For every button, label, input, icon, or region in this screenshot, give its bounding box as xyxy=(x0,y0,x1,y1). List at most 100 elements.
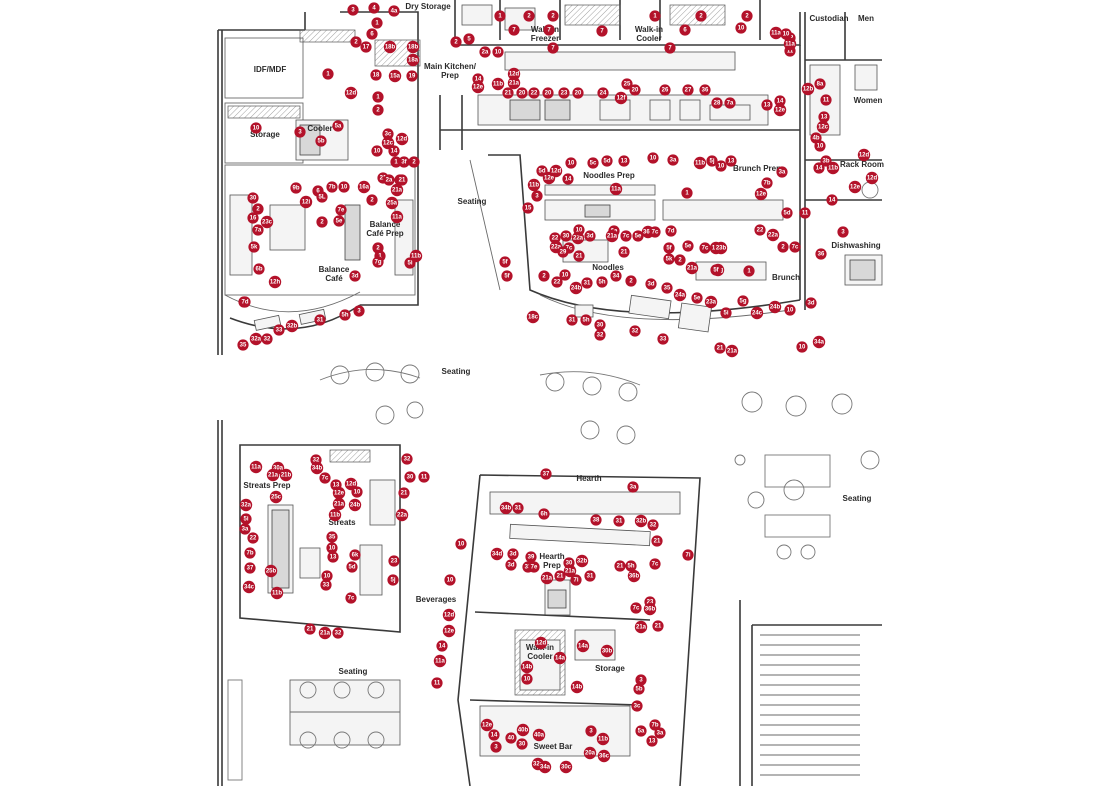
tag-number: 21a xyxy=(542,575,553,581)
equipment-tag: 22a xyxy=(766,228,780,242)
tag-number: 21a xyxy=(565,568,576,574)
equipment-tag: 12d xyxy=(857,148,871,162)
tag-marker xyxy=(242,580,256,594)
tag-number: 26 xyxy=(662,87,669,93)
tag-marker xyxy=(633,683,645,695)
tag-number: 5a xyxy=(638,728,645,734)
tag-number: 7i xyxy=(573,577,578,583)
tag-marker xyxy=(252,203,264,215)
tag-marker xyxy=(725,155,737,167)
equipment-tag: 21a xyxy=(725,344,739,358)
tag-number: 7i xyxy=(685,552,690,558)
equipment-tag: 7i xyxy=(682,549,694,561)
tag-number: 30 xyxy=(250,195,257,201)
equipment-tag: 30 xyxy=(247,192,259,204)
tag-number: 13 xyxy=(333,482,340,488)
equipment-tag: 6 xyxy=(679,24,691,36)
tag-marker xyxy=(480,718,494,732)
equipment-tag: 4 xyxy=(368,2,380,14)
tag-marker xyxy=(704,295,718,309)
equipment-tag: 6b xyxy=(253,263,265,275)
equipment-tag: 18 xyxy=(370,69,382,81)
equipment-tag: 21 xyxy=(502,87,514,99)
tag-marker xyxy=(596,732,610,746)
wing-main-kitchen xyxy=(439,0,801,300)
tag-number: 14 xyxy=(391,148,398,154)
tag-marker xyxy=(657,333,669,345)
tag-number: 5d xyxy=(783,210,790,216)
room-label-hearth-prep: Hearth xyxy=(539,552,564,561)
tag-number: 30b xyxy=(602,648,613,654)
tag-marker xyxy=(573,224,585,236)
equipment-tag: 10 xyxy=(371,145,383,157)
tag-number: 5k xyxy=(666,256,673,262)
equipment-tag: 29 xyxy=(557,246,569,258)
equipment-tag: 10 xyxy=(559,269,571,281)
tag-number: 1 xyxy=(394,159,398,165)
tag-marker xyxy=(508,24,520,36)
tag-marker xyxy=(490,547,504,561)
tag-marker xyxy=(777,241,789,253)
tag-number: 31 xyxy=(587,573,594,579)
tag-number: 2 xyxy=(629,278,633,284)
equipment-tag: 14b xyxy=(520,660,534,674)
tag-marker xyxy=(547,10,559,22)
equipment-tag: 12c xyxy=(381,136,395,150)
equipment-tag: 10 xyxy=(647,152,659,164)
equipment-tag: 16 xyxy=(247,212,259,224)
equipment-tag: 3d xyxy=(349,270,361,282)
tag-number: 3 xyxy=(351,7,355,13)
room-label-balance-cafe-prep: Café Prep xyxy=(366,229,403,238)
tag-number: 12e xyxy=(482,722,493,728)
tag-number: 27 xyxy=(685,87,692,93)
equipment-tag: 11b xyxy=(328,508,342,522)
tag-number: 2 xyxy=(376,107,380,113)
equipment-tag: 3a xyxy=(627,481,639,493)
tag-marker xyxy=(816,120,830,134)
tag-marker xyxy=(573,250,585,262)
equipment-tag: 3c xyxy=(631,700,643,712)
tag-marker xyxy=(618,155,630,167)
tag-number: 10 xyxy=(458,541,465,547)
equipment-tag: 3 xyxy=(531,190,543,202)
tag-number: 35 xyxy=(240,342,247,348)
tag-marker xyxy=(347,4,359,16)
equipment-tag: 2 xyxy=(777,241,789,253)
tag-marker xyxy=(408,156,420,168)
tag-number: 34b xyxy=(312,465,323,471)
tag-marker xyxy=(699,84,711,96)
tag-marker xyxy=(494,10,506,22)
tag-number: 33 xyxy=(323,582,330,588)
tag-number: 7c xyxy=(792,244,799,250)
tag-number: 19 xyxy=(409,73,416,79)
tag-marker xyxy=(601,155,613,167)
equipment-tag: 40 xyxy=(505,732,517,744)
equipment-tag: 33 xyxy=(320,579,332,591)
equipment-tag: 5e xyxy=(691,292,703,304)
tag-marker xyxy=(654,727,666,739)
equipment-tag: 11 xyxy=(431,677,443,689)
tag-marker xyxy=(609,182,623,196)
tag-number: 22 xyxy=(250,535,257,541)
tag-number: 13 xyxy=(821,114,828,120)
equipment-tag: 11 xyxy=(418,471,430,483)
equipment-tag: 1 xyxy=(372,91,384,103)
tag-marker xyxy=(814,78,826,90)
equipment-tag: 11a xyxy=(390,210,404,224)
equipment-tag: 11a xyxy=(769,26,783,40)
tag-marker xyxy=(783,37,797,51)
tag-number: 21 xyxy=(617,563,624,569)
tag-marker xyxy=(596,276,608,288)
room-label-custodian: Custodian xyxy=(809,14,848,23)
equipment-tag: 7b xyxy=(326,181,338,193)
tag-number: 1 xyxy=(653,13,657,19)
tag-number: 7g xyxy=(374,259,381,265)
tag-number: 7 xyxy=(668,45,672,51)
tag-number: 6 xyxy=(683,27,687,33)
tag-number: 24 xyxy=(600,90,607,96)
tag-marker xyxy=(332,497,346,511)
tag-marker xyxy=(395,132,409,146)
tag-marker xyxy=(581,277,593,289)
tag-number: 32 xyxy=(313,457,320,463)
